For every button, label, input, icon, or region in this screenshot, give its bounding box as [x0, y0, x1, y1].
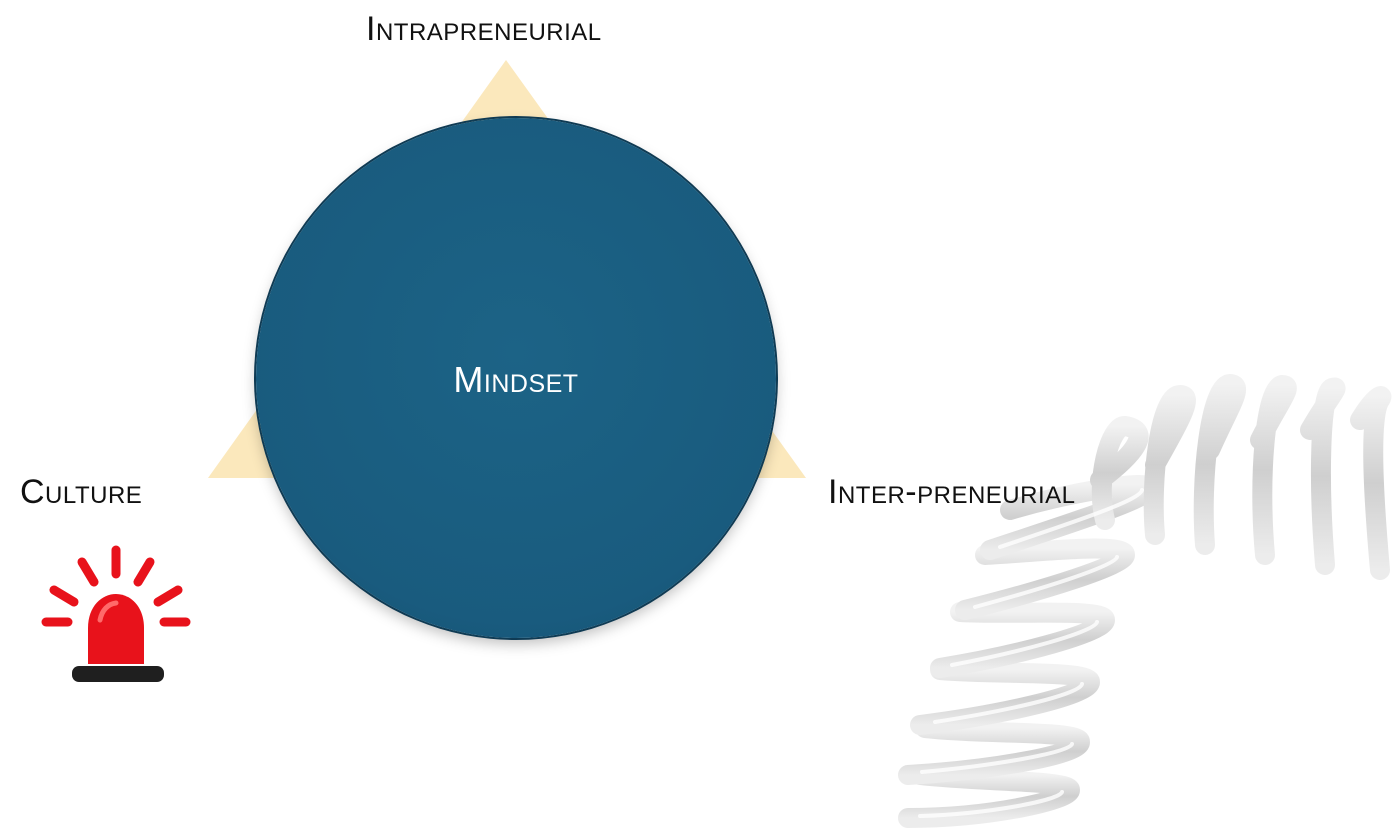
- mindset-label: Mindset: [453, 359, 579, 400]
- coil-spring-image: [898, 373, 1392, 828]
- mindset-circle: Mindset: [256, 118, 776, 638]
- intrapreneurial-label: Intrapreneurial: [366, 10, 602, 48]
- siren-alarm-icon: [41, 545, 191, 682]
- culture-label: Culture: [20, 473, 143, 511]
- inter-preneurial-label: Inter-preneurial: [828, 473, 1076, 511]
